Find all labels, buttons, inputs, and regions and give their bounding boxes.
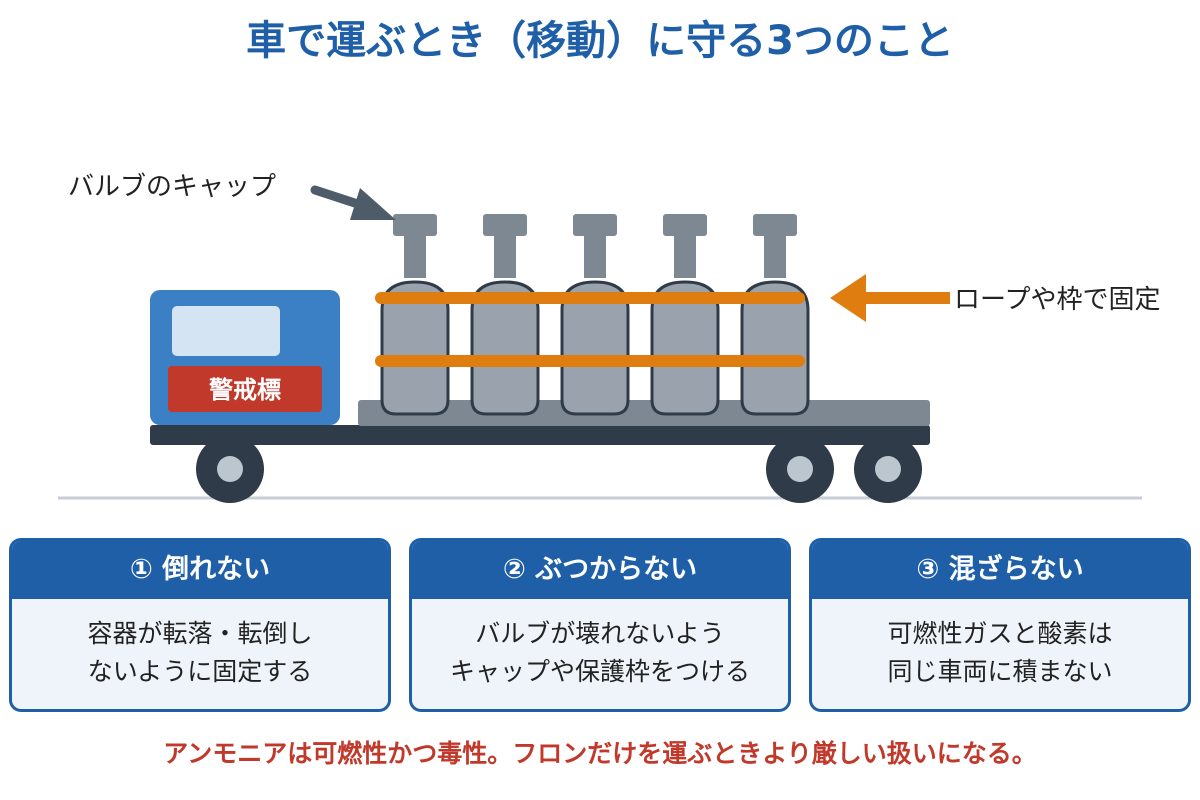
securing-rope-upper (375, 292, 805, 304)
rule-description-line: 同じ車両に積まない (887, 657, 1113, 686)
rule-description-line: バルブが壊れないよう (475, 619, 725, 648)
rule-heading: ① 倒れない (12, 541, 388, 599)
rule-card-no-mixing: ③ 混ざらない 可燃性ガスと酸素は 同じ車両に積まない (809, 538, 1191, 712)
rope-label: ロープや枠で固定 (954, 285, 1160, 315)
page-title: 車で運ぶとき（移動）に守る3つのこと (246, 18, 954, 64)
rule-description-line: ないように固定する (87, 657, 313, 686)
rule-heading: ② ぶつからない (412, 541, 788, 599)
rule-description-line: 可燃性ガスと酸素は (887, 619, 1113, 648)
rule-card-no-falling: ① 倒れない 容器が転落・転倒し ないように固定する (9, 538, 391, 712)
ammonia-note: アンモニアは可燃性かつ毒性。フロンだけを運ぶときより厳しい扱いになる。 (163, 739, 1037, 768)
arrow-to-valve-cap-icon (310, 185, 396, 220)
warning-sign (168, 366, 322, 412)
warning-sign-label: 警戒標 (208, 376, 281, 404)
gas-cylinder (560, 214, 630, 416)
rule-description-line: 容器が転落・転倒し (87, 619, 313, 648)
rule-heading: ③ 混ざらない (812, 541, 1188, 599)
gas-cylinder (380, 214, 450, 416)
rule-description-line: キャップや保護枠をつける (449, 657, 750, 686)
rule-description: 可燃性ガスと酸素は 同じ車両に積まない (812, 599, 1188, 691)
truck-wheel (766, 435, 834, 503)
truck-illustration: 警戒標 バルブのキャップ (58, 172, 1160, 503)
rule-description: 容器が転落・転倒し ないように固定する (12, 599, 388, 691)
valve-cap-label: バルブのキャップ (68, 172, 276, 202)
rule-card-no-collision: ② ぶつからない バルブが壊れないよう キャップや保護枠をつける (409, 538, 791, 712)
securing-rope-lower (375, 355, 805, 367)
gas-cylinder (470, 214, 540, 416)
truck-wheel (854, 435, 922, 503)
gas-cylinder (740, 214, 810, 416)
cab-window (172, 306, 280, 356)
truck-wheel (196, 435, 264, 503)
rule-description: バルブが壊れないよう キャップや保護枠をつける (412, 599, 788, 691)
arrow-to-rope-icon (830, 274, 950, 322)
truck-chassis (150, 425, 930, 445)
gas-cylinder (650, 214, 720, 416)
